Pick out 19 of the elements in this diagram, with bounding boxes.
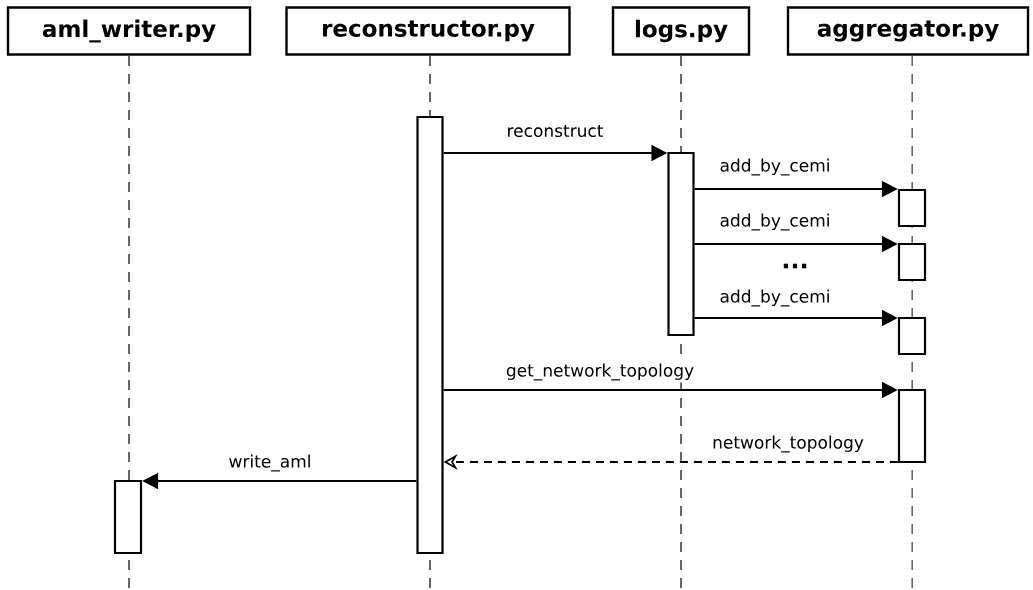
activation-bar	[897, 316, 927, 356]
participant-box: reconstructor.py	[285, 6, 571, 56]
activation-bar	[667, 151, 695, 337]
message-label: network_topology	[710, 433, 866, 455]
activation-bar	[897, 242, 927, 282]
activation-bar	[113, 479, 143, 555]
participant-box: aggregator.py	[786, 6, 1030, 56]
message-label: get_network_topology	[503, 361, 697, 383]
message-label: reconstruct	[504, 122, 606, 140]
activation-bar	[897, 388, 927, 464]
activation-bar	[416, 115, 444, 555]
ellipsis: ...	[779, 261, 811, 271]
message-label: add_by_cemi	[717, 211, 833, 233]
message-label: add_by_cemi	[717, 287, 833, 309]
activation-bar	[897, 188, 927, 228]
message-label: add_by_cemi	[717, 156, 833, 178]
message-label: write_aml	[226, 452, 314, 474]
participant-box: logs.py	[611, 6, 751, 56]
participant-box: aml_writer.py	[6, 6, 252, 56]
